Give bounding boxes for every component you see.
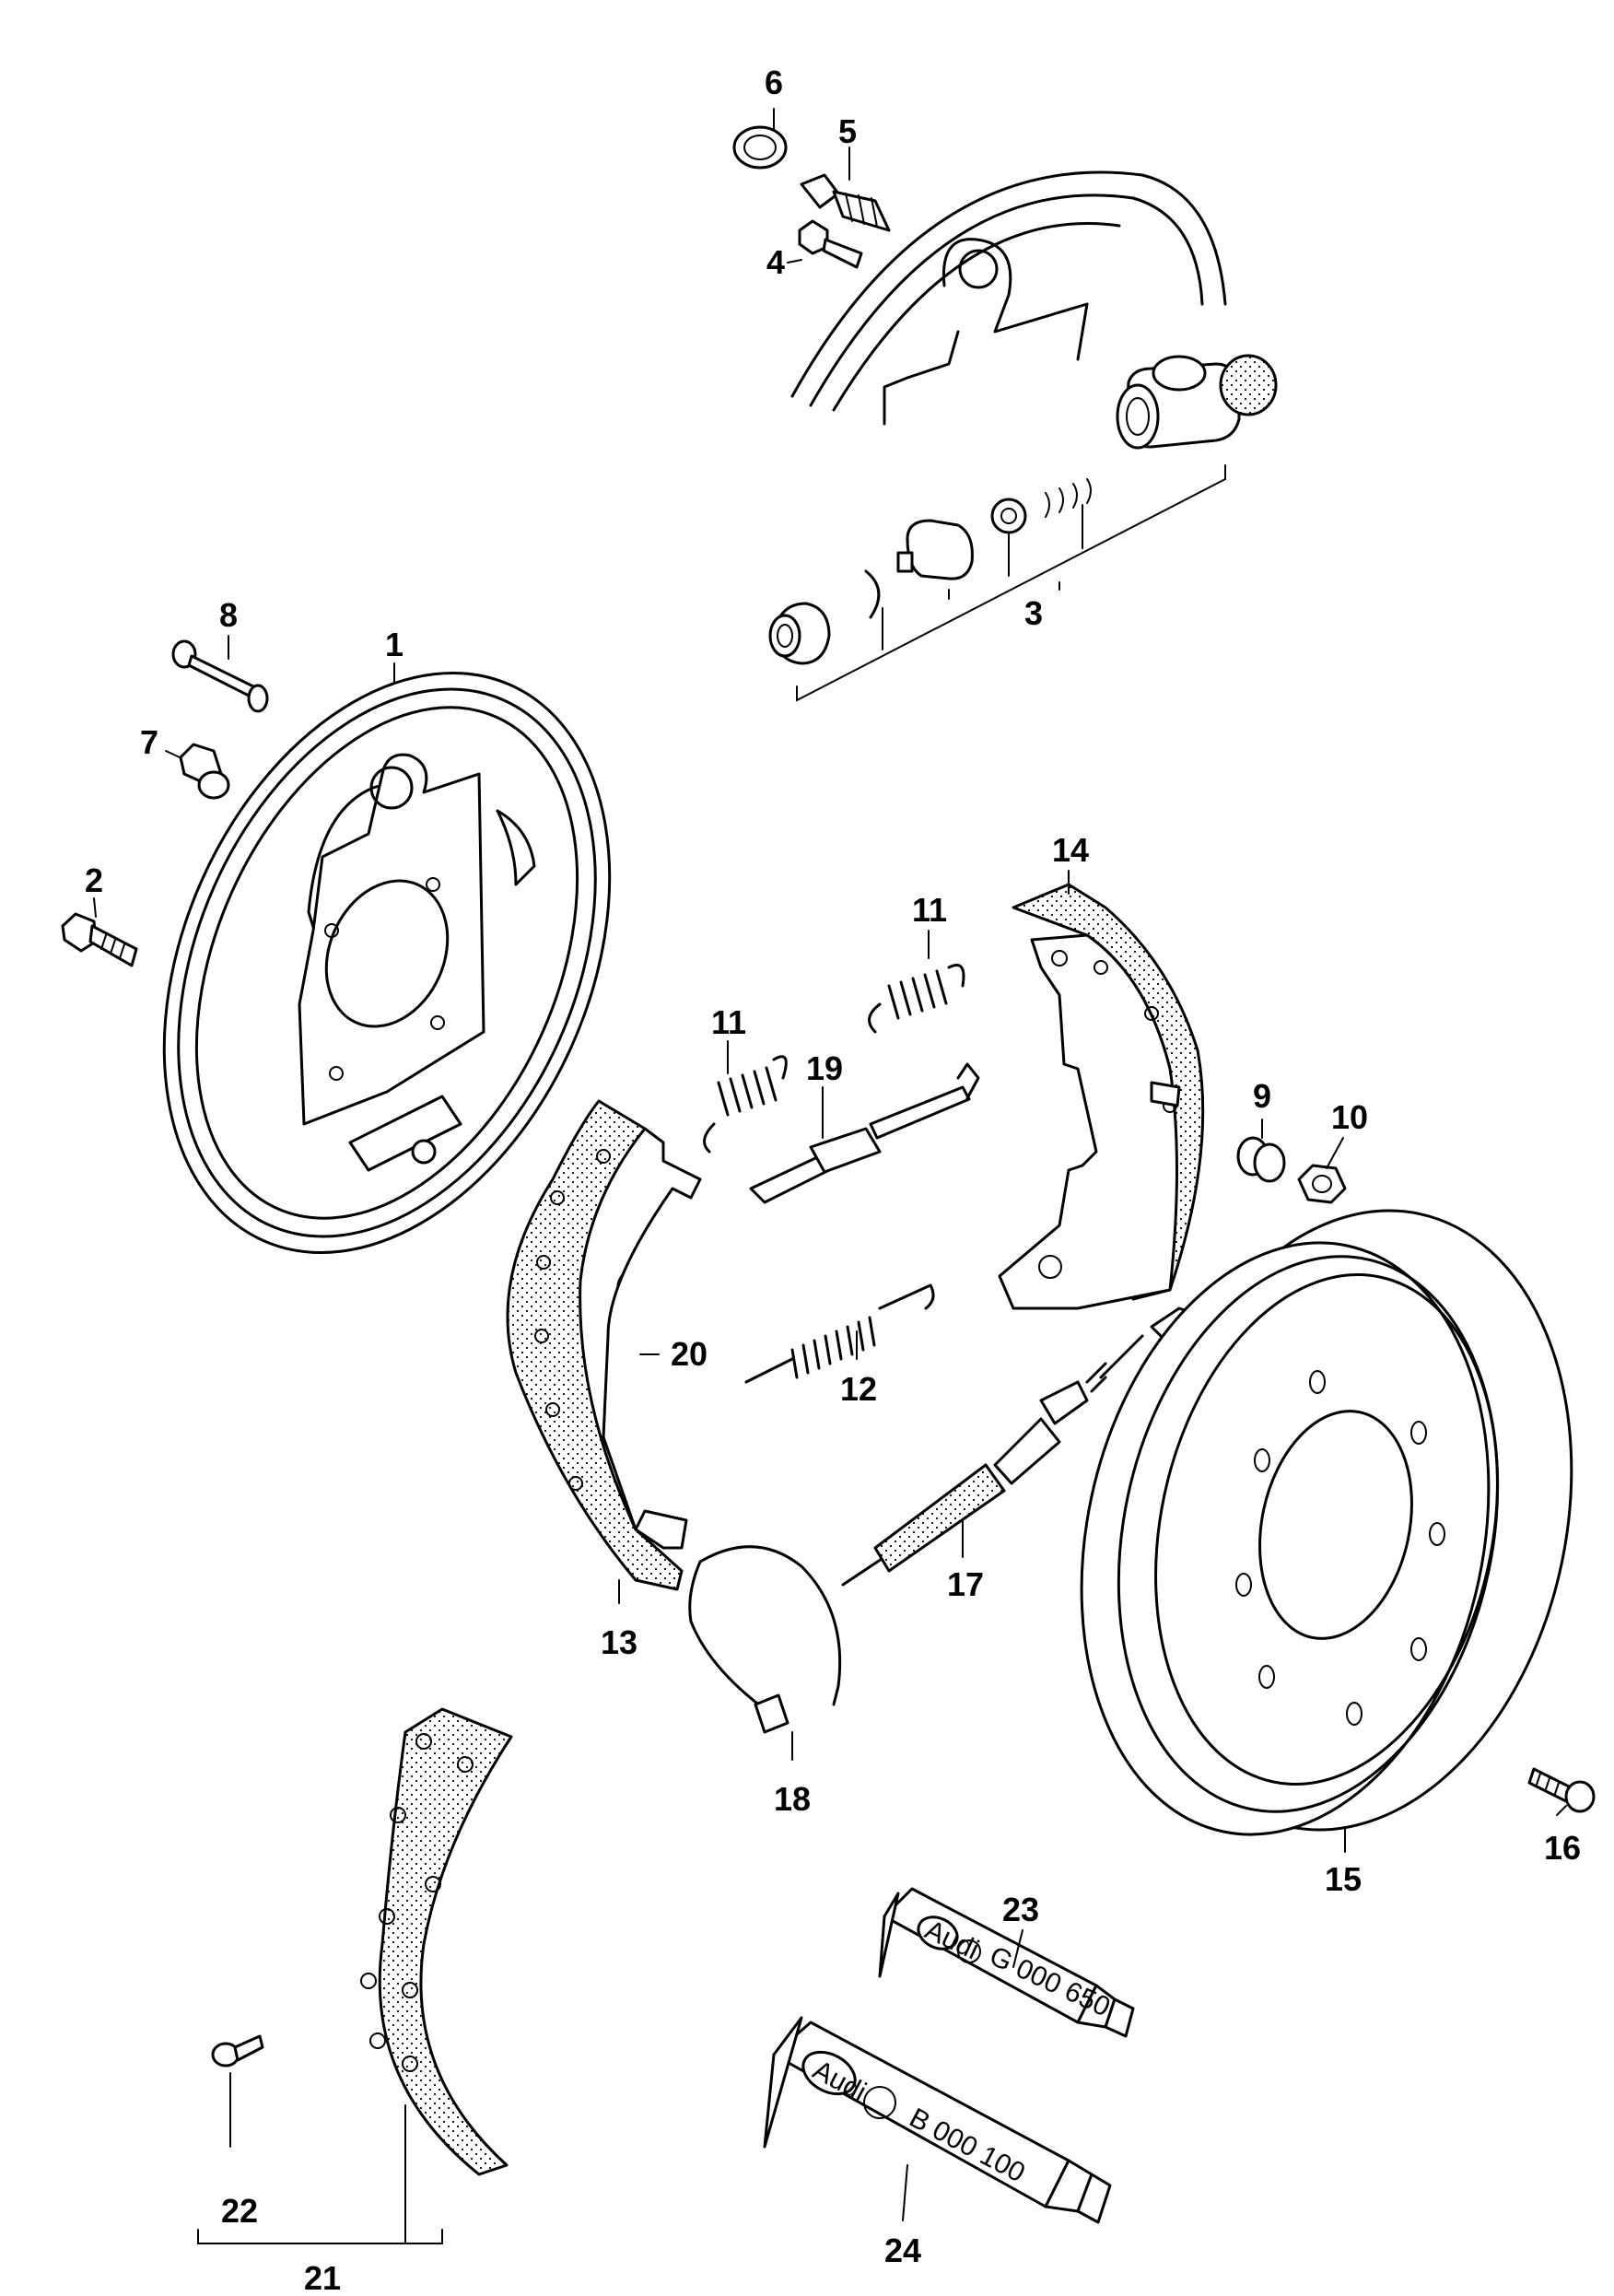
pin-8 xyxy=(171,639,269,713)
label-23: 23 xyxy=(1002,1891,1039,1928)
bolt-4 xyxy=(798,219,863,269)
brake-backing-plate xyxy=(162,672,612,1254)
brake-lining-21 xyxy=(360,1707,513,2176)
bolt-16 xyxy=(1527,1767,1596,1813)
label-17: 17 xyxy=(947,1565,984,1603)
label-2: 2 xyxy=(85,861,103,899)
leader-lines xyxy=(93,108,1567,2221)
wheel-cylinder-internals xyxy=(768,478,1092,665)
backing-plate-fragment xyxy=(790,170,1227,426)
label-24: 24 xyxy=(884,2232,921,2269)
label-9: 9 xyxy=(1253,1077,1271,1115)
label-19: 19 xyxy=(806,1049,843,1087)
label-5: 5 xyxy=(838,112,857,150)
label-7: 7 xyxy=(140,723,158,761)
brake-shoe-13 xyxy=(506,1099,702,1591)
bleeder-cap xyxy=(732,125,788,170)
nut-10 xyxy=(1297,1164,1347,1204)
label-13: 13 xyxy=(601,1623,637,1661)
label-12: 12 xyxy=(840,1370,877,1408)
label-21: 21 xyxy=(304,2259,341,2296)
callout-bracket-21 xyxy=(197,2072,443,2244)
label-20: 20 xyxy=(671,1335,708,1373)
label-10: 10 xyxy=(1331,1098,1368,1136)
callout-labels: 1 2 3 4 5 6 7 8 9 10 11 11 12 13 14 15 1… xyxy=(85,64,1581,2296)
label-15: 15 xyxy=(1325,1860,1362,1898)
rivet-22 xyxy=(211,2034,264,2068)
spring-12 xyxy=(744,1283,935,1384)
spring-11-lower xyxy=(703,1055,788,1154)
label-8: 8 xyxy=(219,596,238,634)
spring-cup-9 xyxy=(1236,1136,1286,1183)
wheel-cylinder xyxy=(1116,354,1278,450)
clip-18 xyxy=(688,1545,842,1734)
spring-11-upper xyxy=(868,964,965,1034)
label-11-lower: 11 xyxy=(711,1003,746,1041)
plug-7 xyxy=(179,743,230,800)
label-14: 14 xyxy=(1052,831,1089,869)
bolt-2 xyxy=(61,912,138,967)
label-3: 3 xyxy=(1024,594,1043,632)
label-4: 4 xyxy=(766,243,785,281)
label-18: 18 xyxy=(774,1780,811,1818)
label-6: 6 xyxy=(765,64,783,101)
callout-bracket-3 xyxy=(796,464,1226,702)
label-16: 16 xyxy=(1544,1829,1581,1867)
bleeder-valve xyxy=(800,173,891,232)
label-11-upper: 11 xyxy=(912,891,947,929)
adjuster-19 xyxy=(749,1062,980,1204)
label-22: 22 xyxy=(221,2192,258,2230)
grease-tube-24: Audi B 000 100 xyxy=(763,2016,1112,2224)
label-1: 1 xyxy=(385,626,404,663)
brake-shoe-14 xyxy=(998,883,1205,1310)
brake-drum-15 xyxy=(1080,1209,1573,1836)
